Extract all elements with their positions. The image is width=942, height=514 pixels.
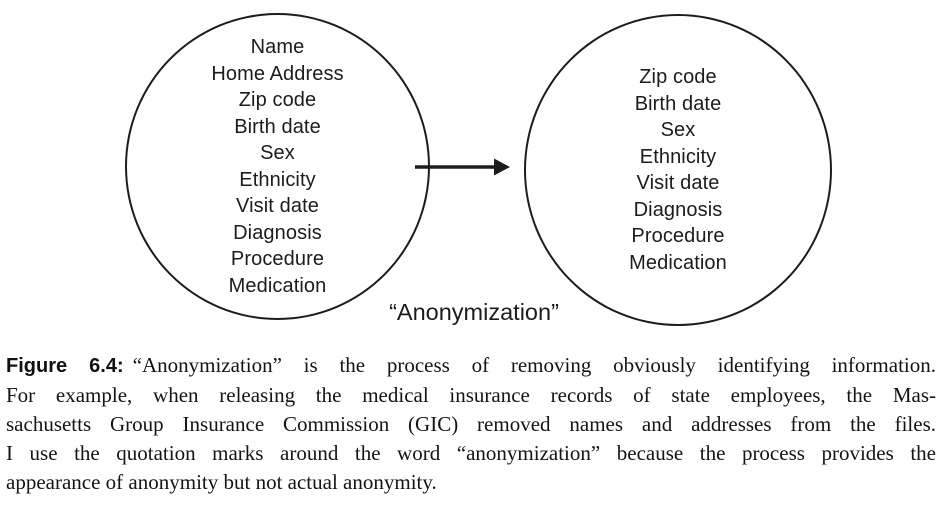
field-list-item: Zip code xyxy=(238,89,317,111)
field-list-item: Sex xyxy=(260,142,295,164)
field-list-item: Birth date xyxy=(634,92,722,115)
caption-line: sachusetts Group Insurance Commission (G… xyxy=(6,412,936,436)
field-list-item: Name xyxy=(250,36,305,58)
field-list-item: Procedure xyxy=(230,248,325,270)
field-list-item: Birth date xyxy=(234,115,321,138)
field-list-item: Diagnosis xyxy=(233,221,322,244)
figure-number-label: Figure 6.4: xyxy=(6,355,124,377)
field-list-item: Procedure xyxy=(631,225,725,247)
caption-line: appearance of anonymity but not actual a… xyxy=(6,470,437,494)
field-list-item: Medication xyxy=(228,274,327,297)
field-list-item: Home Address xyxy=(211,62,344,85)
field-list-item: Visit date xyxy=(636,172,720,194)
caption-line: Figure 6.4:“Anonymization” is the proces… xyxy=(6,353,936,377)
field-list-item: Ethnicity xyxy=(639,145,717,168)
figure-caption: Figure 6.4:“Anonymization” is the proces… xyxy=(6,351,936,497)
field-list-item: Zip code xyxy=(639,66,717,88)
field-list-item: Visit date xyxy=(236,195,319,217)
caption-line: For example, when releasing the medical … xyxy=(6,383,936,407)
field-list-item: Sex xyxy=(660,119,696,141)
caption-line: I use the quotation marks around the wor… xyxy=(6,441,936,465)
field-list-item: Medication xyxy=(629,251,727,274)
field-list-item: Diagnosis xyxy=(633,198,723,221)
right-arrow-icon xyxy=(415,158,510,176)
anonymization-label: “Anonymization” xyxy=(389,299,559,325)
field-list-item: Ethnicity xyxy=(239,168,316,191)
